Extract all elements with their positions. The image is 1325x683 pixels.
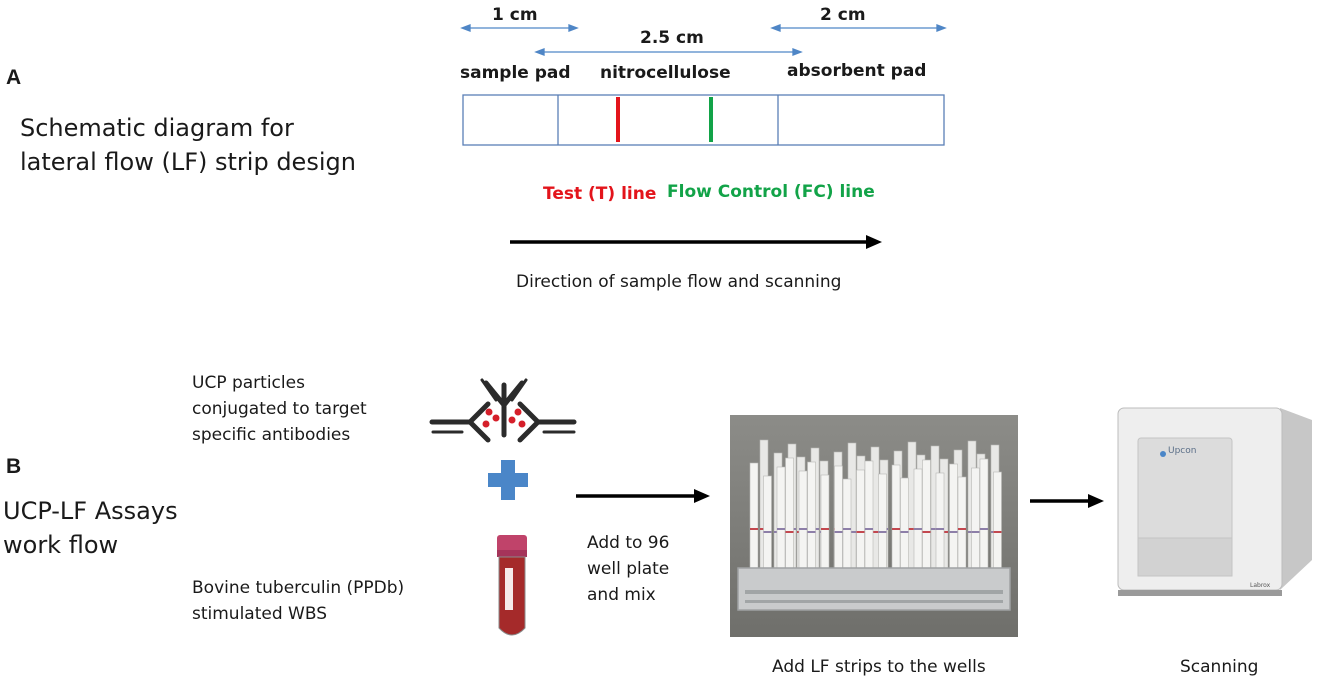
ucp-line3: specific antibodies (192, 425, 351, 445)
panel-a-title-line2: lateral flow (LF) strip design (20, 148, 356, 176)
strip-band (900, 531, 909, 533)
strip-band (750, 528, 758, 530)
ucp-particle (518, 420, 526, 428)
step-line1: Add to 96 (587, 533, 670, 553)
strip-band (785, 531, 794, 533)
blood-line1: Bovine tuberculin (PPDb) (192, 578, 405, 598)
strip-band (871, 531, 879, 533)
reader-logo-icon (1160, 451, 1166, 457)
test-line-label: Test (T) line (543, 184, 657, 204)
ucp-particle (485, 408, 493, 416)
blood-line2: stimulated WBS (192, 604, 328, 624)
strip-band (914, 528, 922, 530)
sample-pad-label: sample pad (460, 63, 571, 83)
ucp-particle (482, 420, 490, 428)
strip-band (856, 531, 865, 533)
strip-band (922, 531, 931, 533)
direction-label: Direction of sample flow and scanning (516, 272, 842, 292)
nitrocellulose-label: nitrocellulose (600, 63, 731, 83)
strip-band (865, 528, 873, 530)
strip-band (777, 528, 785, 530)
strip-band (949, 531, 958, 533)
panel-a-title-line1: Schematic diagram for (20, 114, 294, 142)
strip-band (763, 531, 772, 533)
strip-band (936, 528, 944, 530)
dim-arrow-absorbent-pad (770, 24, 947, 32)
absorbent-pad-label: absorbent pad (787, 61, 927, 81)
strip-band (807, 531, 816, 533)
strip-band (980, 528, 988, 530)
strip-band (892, 528, 900, 530)
ucp-line2: conjugated to target (192, 399, 367, 419)
panel-b-letter: B (6, 455, 22, 478)
step-line3: and mix (587, 585, 656, 605)
step-line2: well plate (587, 559, 670, 579)
strip-band (908, 528, 916, 530)
strip-band (799, 528, 807, 530)
control-line-label: Flow Control (FC) line (667, 182, 875, 202)
strip-band (958, 528, 966, 530)
ucp-line1: UCP particles (192, 373, 305, 393)
strip-band (821, 528, 829, 530)
reader-label: Labrox (1250, 582, 1271, 589)
dim-arrow-nitrocellulose (534, 48, 803, 56)
panel-b-title-line1: UCP-LF Assays (3, 497, 178, 525)
strip-band (848, 531, 856, 533)
strips-caption: Add LF strips to the wells (772, 657, 986, 677)
dim-sample-pad-label: 1 cm (492, 5, 538, 25)
ucp-particle (492, 414, 500, 422)
reader-brand: Upcon (1168, 446, 1197, 456)
dim-absorbent-pad-label: 2 cm (820, 5, 866, 25)
ucp-particle (508, 416, 516, 424)
panel-a-letter: A (6, 66, 22, 89)
dim-nitrocellulose-label: 2.5 cm (640, 28, 704, 48)
strip-band (834, 531, 843, 533)
strip-band (843, 528, 851, 530)
dim-arrow-sample-pad (460, 24, 579, 32)
strip-band (993, 531, 1002, 533)
ucp-particle (514, 408, 522, 416)
panel-b-title-line2: work flow (3, 531, 119, 559)
strip-band (971, 531, 980, 533)
scanning-caption: Scanning (1180, 657, 1259, 677)
strip-band (931, 528, 939, 530)
strip-band (878, 531, 887, 533)
